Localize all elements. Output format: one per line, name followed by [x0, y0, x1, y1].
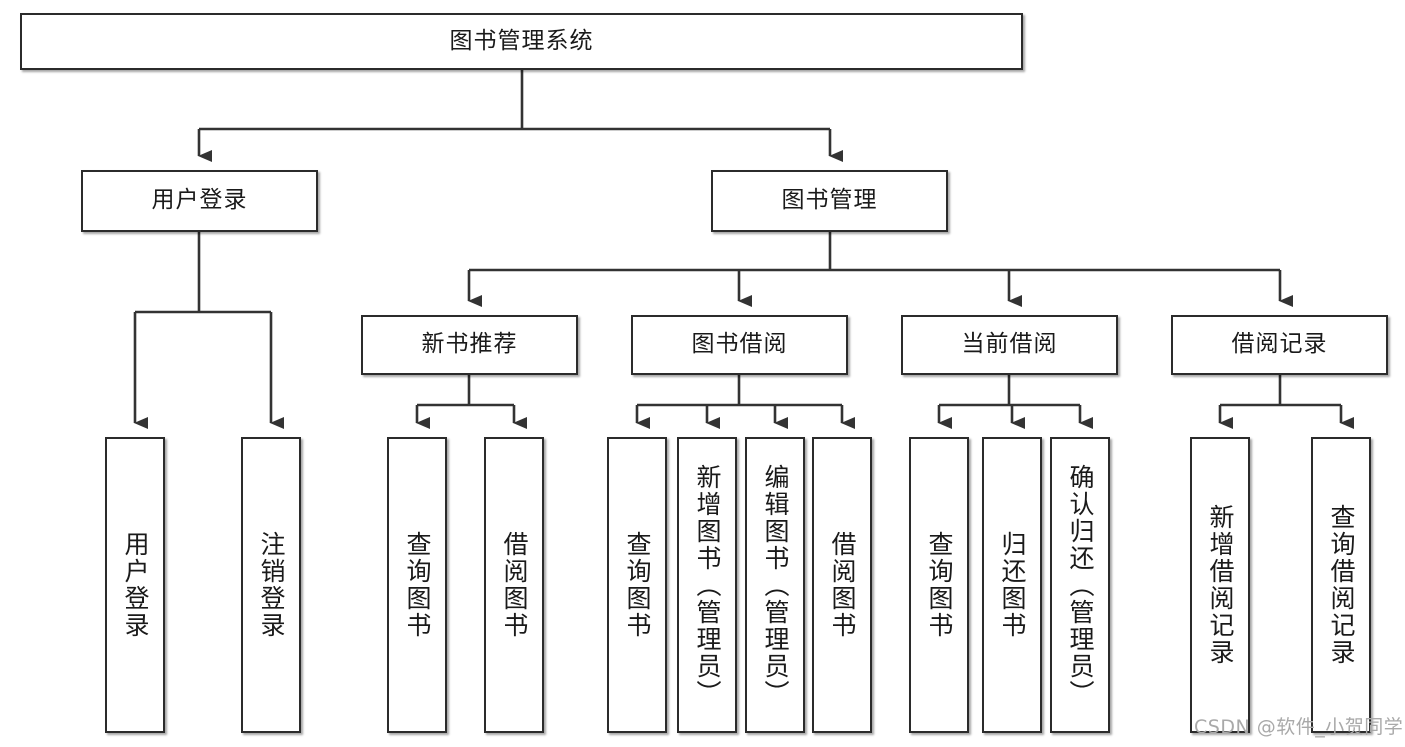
leaf-node-11[interactable]: 新增借阅记录 [1190, 437, 1250, 733]
leaf-node-4[interactable]: 查询图书 [607, 437, 667, 733]
node-label: 注销登录 [257, 531, 286, 639]
level3-node-1[interactable]: 图书借阅 [631, 315, 848, 375]
node-label: 编辑图书（管理员） [761, 463, 790, 707]
leaf-node-3[interactable]: 借阅图书 [484, 437, 544, 733]
node-label: 查询图书 [623, 531, 652, 639]
leaf-node-0[interactable]: 用户登录 [105, 437, 165, 733]
level2-node-0[interactable]: 用户登录 [81, 170, 318, 232]
leaf-node-2[interactable]: 查询图书 [387, 437, 447, 733]
node-label: 新书推荐 [421, 331, 518, 358]
node-label: 图书管理 [781, 187, 878, 214]
level3-node-0[interactable]: 新书推荐 [361, 315, 578, 375]
node-label: 新增图书（管理员） [693, 463, 722, 707]
node-label: 用户登录 [151, 187, 248, 214]
node-label: 图书管理系统 [449, 27, 594, 54]
node-label: 借阅图书 [828, 531, 857, 639]
leaf-node-10[interactable]: 确认归还（管理员） [1050, 437, 1110, 733]
level3-node-2[interactable]: 当前借阅 [901, 315, 1118, 375]
leaf-node-12[interactable]: 查询借阅记录 [1311, 437, 1371, 733]
leaf-node-8[interactable]: 查询图书 [909, 437, 969, 733]
csdn-watermark: CSDN @软件_小贺同学 [1194, 716, 1404, 738]
node-label: 查询图书 [403, 531, 432, 639]
node-label: 新增借阅记录 [1206, 504, 1235, 666]
leaf-node-1[interactable]: 注销登录 [241, 437, 301, 733]
node-label: 确认归还（管理员） [1066, 463, 1095, 707]
leaf-node-9[interactable]: 归还图书 [982, 437, 1042, 733]
leaf-node-7[interactable]: 借阅图书 [812, 437, 872, 733]
node-label: 归还图书 [998, 531, 1027, 639]
node-label: 用户登录 [121, 531, 150, 639]
level2-node-1[interactable]: 图书管理 [711, 170, 948, 232]
level3-node-3[interactable]: 借阅记录 [1171, 315, 1388, 375]
leaf-node-5[interactable]: 新增图书（管理员） [677, 437, 737, 733]
root-node-0[interactable]: 图书管理系统 [20, 13, 1023, 70]
node-label: 借阅图书 [500, 531, 529, 639]
node-label: 查询借阅记录 [1327, 504, 1356, 666]
node-label: 图书借阅 [691, 331, 788, 358]
node-label: 查询图书 [925, 531, 954, 639]
leaf-node-6[interactable]: 编辑图书（管理员） [745, 437, 805, 733]
node-label: 当前借阅 [961, 331, 1058, 358]
node-label: 借阅记录 [1231, 331, 1328, 358]
